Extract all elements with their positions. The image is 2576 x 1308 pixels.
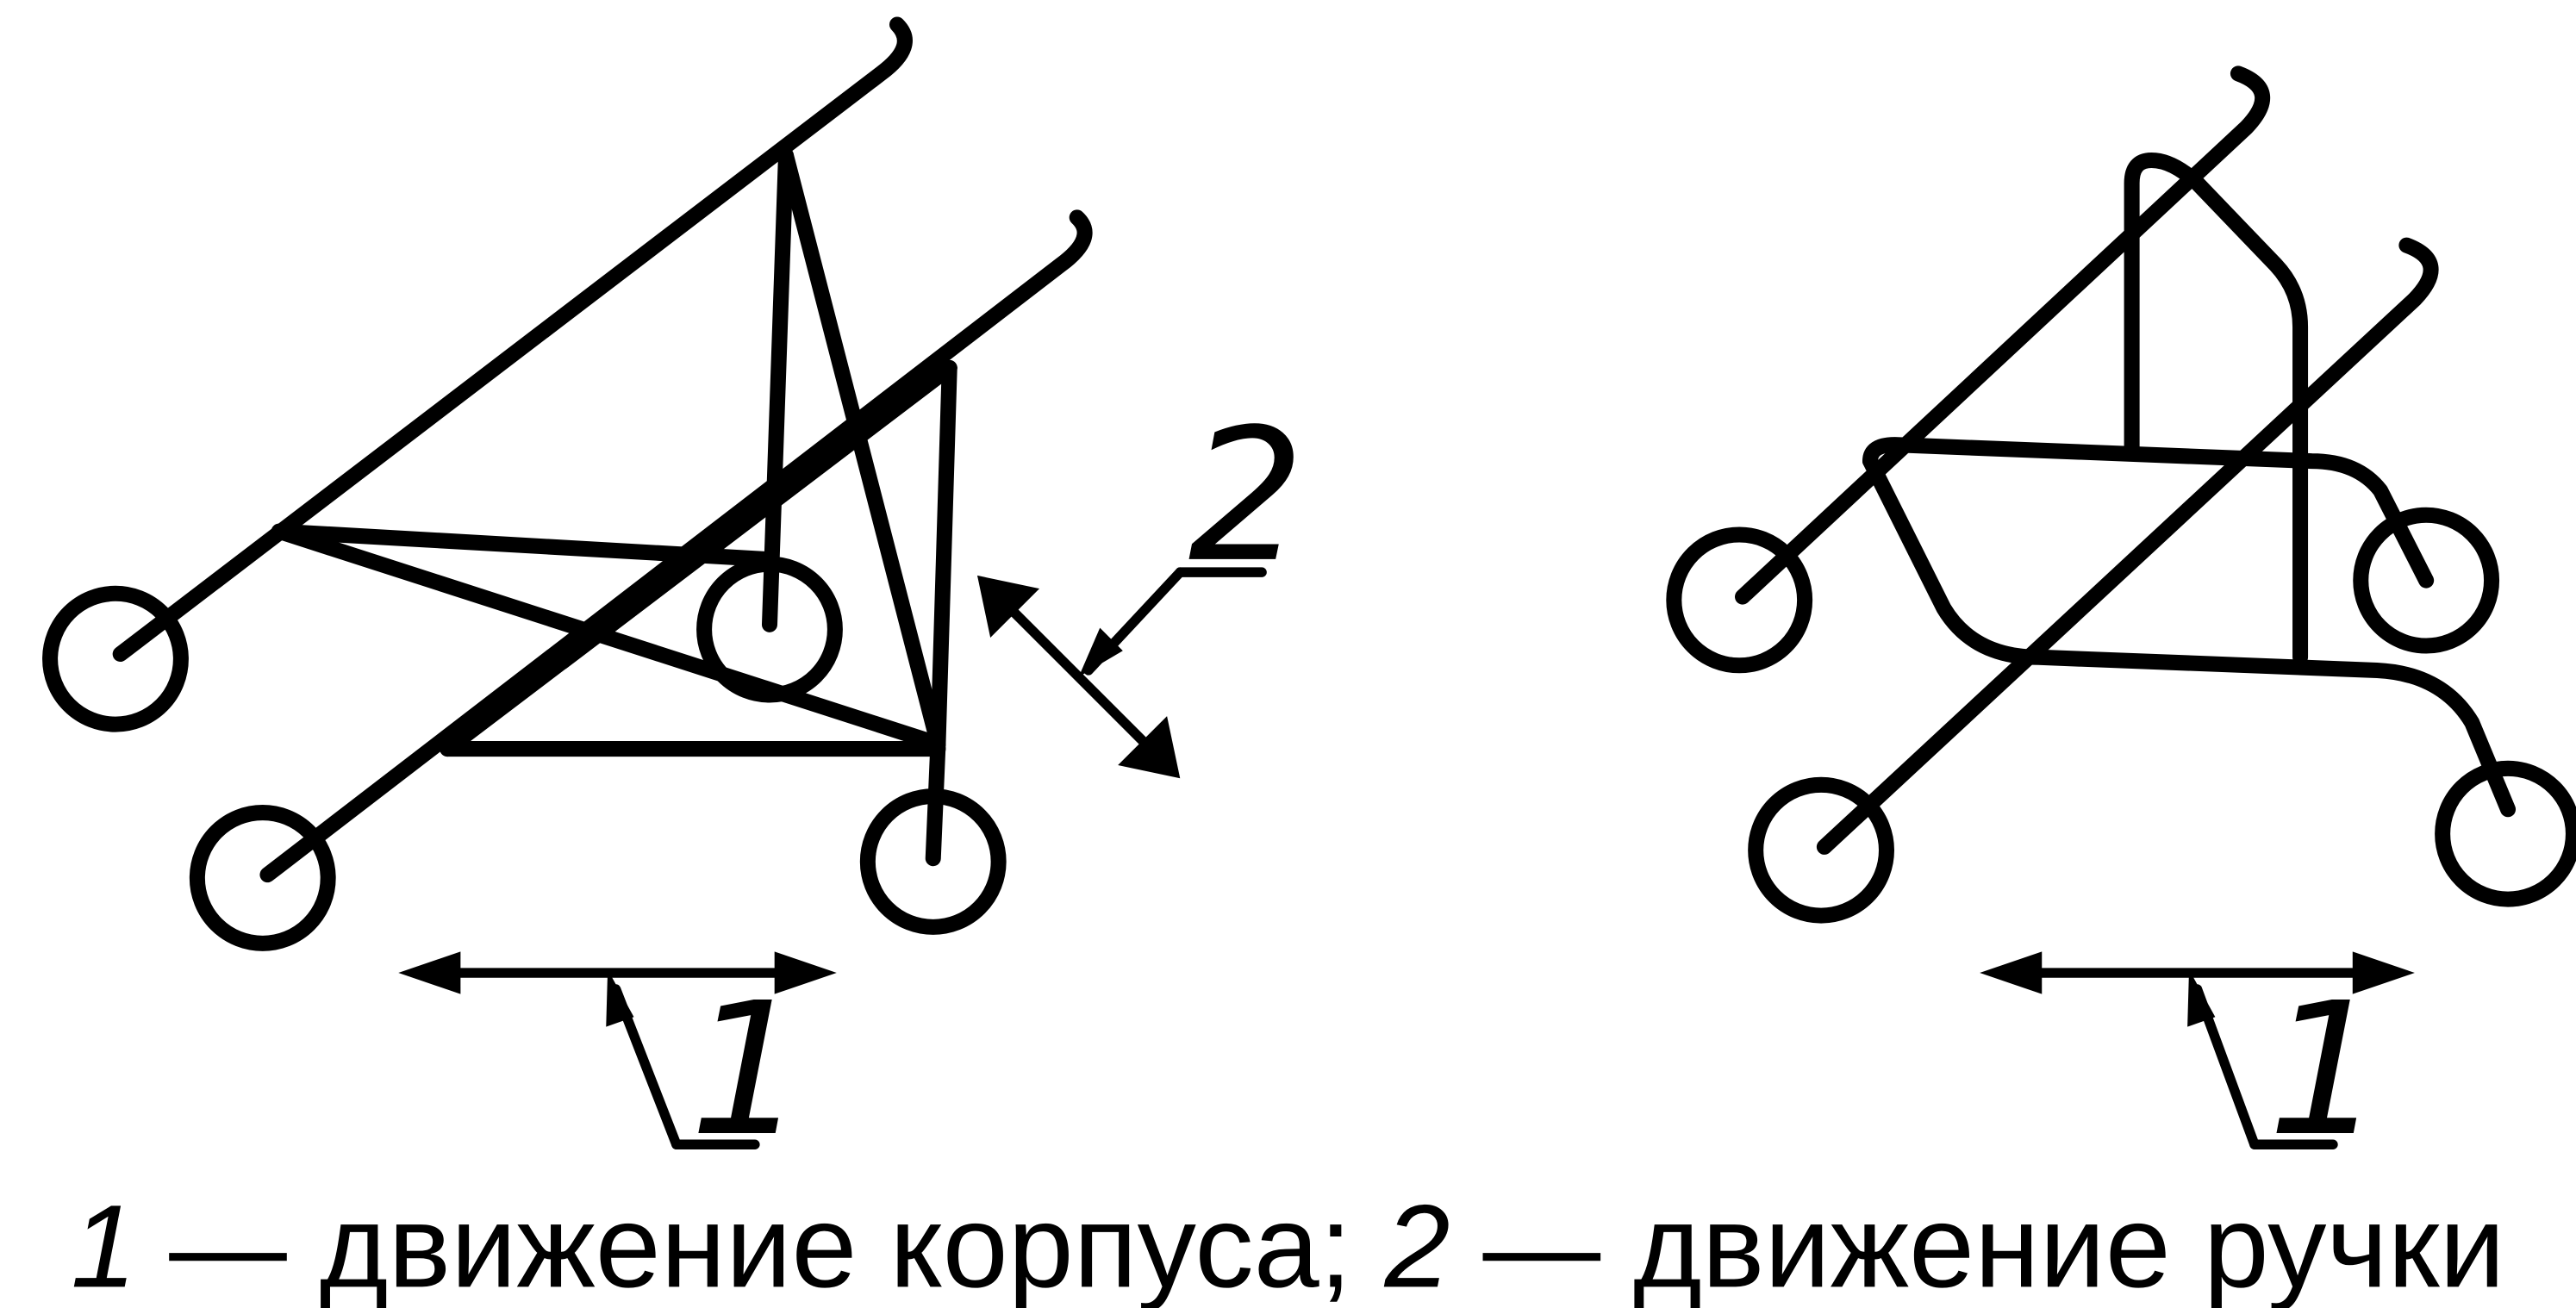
right-handle-rail-front [1816,237,2439,855]
left-frame-seat-diagonal [271,523,946,752]
right-front-right-wheel [2435,760,2576,907]
right-rear-left-wheel [1666,526,1813,674]
left-frame-strut-a [761,147,794,632]
left-callout-2-label: 2 [1188,390,1305,603]
right-callout-1-label: 1 [2267,964,2384,1177]
caption-text-2: — движение ручки [1450,1180,2505,1308]
figure-caption: 1 — движение корпуса; 2 — движение ручки [71,1180,2504,1308]
caption-text-1: — движение корпуса; [136,1180,1384,1308]
left-handle-rail-front [259,209,1093,883]
right-callout-1-leader [2187,969,2338,1149]
left-frame-strut-d [925,736,946,867]
left-body-movement-arrow [398,951,837,994]
left-callout-1-leader [606,969,760,1149]
right-seat-top-bar [1862,437,2435,589]
left-callout-1-label: 1 [689,964,806,1177]
right-front-left-wheel [1748,776,1894,924]
right-rear-right-wheel [2353,507,2500,654]
left-frame-strut-c [930,359,957,752]
caption-number-1: 1 [71,1180,136,1308]
left-callout-2-leader [1078,567,1267,677]
left-frame-cross-b [553,359,957,670]
right-seat-front-curve [1862,453,2517,818]
caption-number-2: 2 [1384,1180,1450,1308]
right-stroller-view [1666,65,2576,924]
right-handle-rail-back [1734,65,2270,605]
left-frame-strut-b [777,147,946,752]
left-handle-movement-arrow [976,575,1181,779]
left-handle-rail-back [112,16,913,663]
left-stroller-view: 1 2 [42,16,1305,1177]
right-body-movement-arrow [1980,951,2415,994]
left-rear-left-wheel [42,585,189,732]
right-handle-upright [2124,152,2309,665]
left-front-left-wheel [189,805,336,951]
left-frame-seat-top [271,523,775,567]
